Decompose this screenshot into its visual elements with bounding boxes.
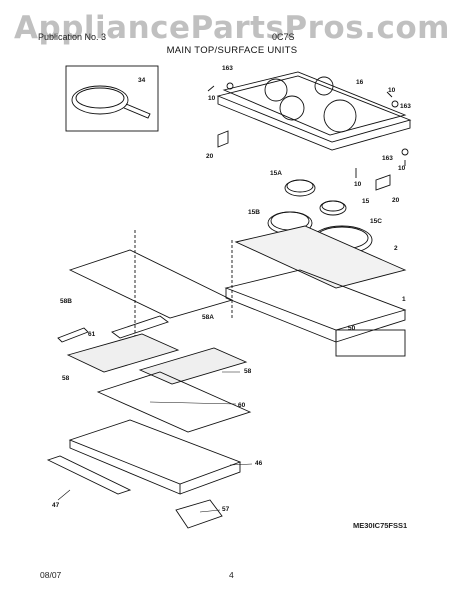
bracket-57 [175,499,223,529]
watermark: AppliancePartsPros.com [14,10,450,46]
screw-163-right [401,148,409,156]
strip-58a [111,315,169,339]
control-board [68,249,234,319]
label-163-a: 163 [222,65,233,72]
diagram-title: MAIN TOP/SURFACE UNITS [166,45,298,56]
label-15b: 15B [248,209,260,216]
label-15c: 15C [370,218,382,225]
model-number: 0C7S [272,32,295,42]
insulation-tray [234,225,407,289]
label-61: 61 [88,331,96,338]
publication-number: Publication No. 3 [38,32,107,42]
label-34: 34 [138,77,146,84]
label-50: 50 [348,325,356,332]
label-163-c: 163 [382,155,393,162]
label-57: 57 [222,506,230,513]
label-58-left: 58 [62,375,70,382]
label-20-b: 20 [392,197,400,204]
panel-60 [96,371,252,433]
label-16: 16 [356,79,364,86]
diagram-code: ME30IC75FSS1 [353,521,408,530]
label-20-a: 20 [206,153,214,160]
label-10-a: 10 [208,95,216,102]
label-2: 2 [394,245,398,252]
trim-47 [46,455,132,495]
bracket-left [217,130,229,148]
bracket-right [375,174,391,191]
label-10-d: 10 [354,181,362,188]
label-58-right: 58 [244,368,252,375]
label-1: 1 [402,296,406,303]
label-47: 47 [52,502,60,509]
screw-163-right-top [391,100,399,108]
panel-58-left [66,333,180,373]
footer-page-number: 4 [229,570,234,580]
base-pan [68,419,242,495]
glass-cooktop [216,71,412,151]
label-15: 15 [362,198,370,205]
label-46: 46 [255,460,263,467]
label-10-b: 10 [388,87,396,94]
label-58b: 58B [60,298,72,305]
strip-58b [57,327,89,343]
label-163-b: 163 [400,103,411,110]
label-10-c: 10 [398,165,406,172]
label-15a: 15A [270,170,282,177]
skillet-drawing [71,85,151,119]
main-frame [224,269,407,357]
screw-163-left [226,82,234,90]
label-60: 60 [238,402,246,409]
label-58a: 58A [202,314,214,321]
footer-date: 08/07 [40,570,62,580]
skillet-inset-box [65,65,159,132]
